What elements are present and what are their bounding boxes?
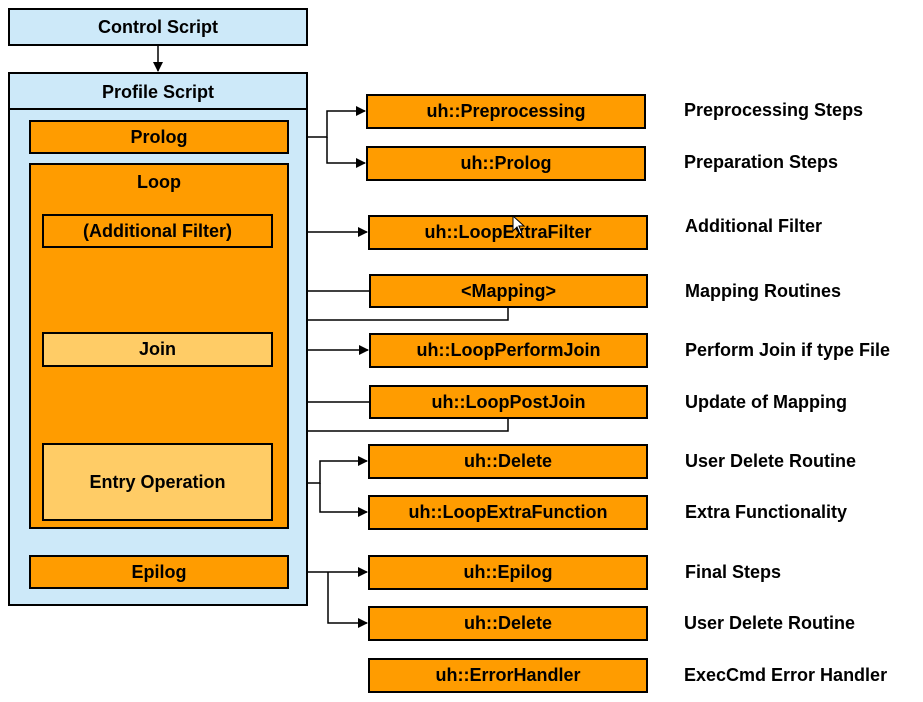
routine-box-prolog: uh::Prolog: [366, 146, 646, 181]
routine-box-loop-extra-filter: uh::LoopExtraFilter: [368, 215, 648, 250]
routine-description: User Delete Routine: [684, 613, 856, 633]
routine-box-delete: uh::Delete: [368, 444, 648, 479]
routine-label: uh::LoopPostJoin: [431, 391, 586, 412]
routine-label: uh::LoopExtraFunction: [408, 502, 608, 522]
prolog-connector: [289, 106, 366, 138]
routine-description: Extra Functionality: [685, 502, 848, 522]
routine-description: Final Steps: [685, 562, 782, 582]
routine-box-mapping: <Mapping>: [369, 274, 648, 308]
control-script-box: Control Script: [8, 8, 308, 46]
routine-label: uh::LoopExtraFilter: [424, 222, 592, 242]
routine-description: Additional Filter: [685, 216, 822, 236]
routine-description: User Delete Routine: [685, 451, 857, 471]
join-box: Join: [42, 332, 273, 367]
routine-description: Perform Join if type File: [685, 340, 891, 360]
entry-connector-2: [319, 483, 368, 517]
profile-script-title: Profile Script: [101, 82, 215, 102]
routine-description: Mapping Routines: [685, 281, 841, 301]
entry-operation-label: Entry Operation: [89, 471, 226, 492]
routine-box-loop-perform-join: uh::LoopPerformJoin: [369, 333, 648, 368]
routine-box-loop-post-join: uh::LoopPostJoin: [369, 385, 648, 419]
epilog-label: Epilog: [131, 561, 187, 582]
routine-label: uh::Delete: [463, 451, 552, 471]
mouse-cursor-icon: [512, 215, 526, 235]
additional-filter-box: (Additional Filter): [42, 214, 273, 248]
routine-label: uh::LoopPerformJoin: [416, 340, 601, 360]
routine-box-preprocessing: uh::Preprocessing: [366, 94, 646, 129]
profile-script-header-divider: [10, 108, 306, 110]
routine-description: Update of Mapping: [685, 392, 847, 412]
epilog-box: Epilog: [29, 555, 289, 589]
prolog-connector-2: [326, 137, 366, 168]
routine-label: uh::Epilog: [463, 562, 553, 582]
prolog-box: Prolog: [29, 120, 289, 154]
loop-title: Loop: [137, 172, 181, 192]
routine-box-error-handler: uh::ErrorHandler: [368, 658, 648, 693]
routine-label: uh::ErrorHandler: [435, 665, 581, 685]
epilog-connector-2: [327, 572, 368, 628]
routine-description: ExecCmd Error Handler: [684, 665, 888, 685]
routine-box-loop-extra-function: uh::LoopExtraFunction: [368, 495, 648, 530]
additional-filter-label: (Additional Filter): [83, 220, 232, 241]
entry-operation-box: Entry Operation: [42, 443, 273, 521]
routine-description: Preprocessing Steps: [684, 100, 864, 120]
routine-label: uh::Preprocessing: [426, 101, 586, 121]
control-script-label: Control Script: [98, 16, 218, 37]
routine-label: uh::Prolog: [460, 153, 552, 173]
routine-box-delete-2: uh::Delete: [368, 606, 648, 641]
join-label: Join: [138, 339, 176, 359]
routine-description: Preparation Steps: [684, 152, 839, 172]
prolog-label: Prolog: [130, 126, 188, 147]
routine-label: <Mapping>: [460, 280, 556, 301]
routine-box-epilog: uh::Epilog: [368, 555, 648, 590]
routine-label: uh::Delete: [463, 613, 552, 633]
